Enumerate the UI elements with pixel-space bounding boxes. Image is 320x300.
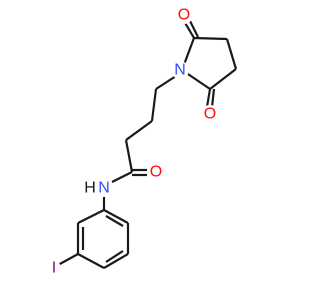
bond-cb-cc xyxy=(125,120,153,141)
butanamide-chain xyxy=(102,75,177,210)
ring-carbonyls xyxy=(183,18,216,108)
bond-c1-o-top-b xyxy=(188,18,199,38)
bond-c3-c4 xyxy=(209,68,237,90)
atom-iodine: I xyxy=(47,260,61,277)
benzene-ring xyxy=(76,209,130,269)
bond-ar3-ar4-inner xyxy=(105,250,124,263)
atom-oxygen-ring-bottom: O xyxy=(201,105,219,123)
bond-c-iodine xyxy=(57,253,79,266)
atom-oxygen-top: O xyxy=(175,6,193,24)
atom-nitrogen-amide: N xyxy=(95,179,113,197)
atom-label-n-imide: N xyxy=(174,62,186,79)
bond-ar3-ar4 xyxy=(103,253,129,269)
atom-label-iodine: I xyxy=(52,260,56,277)
bond-c2-c3 xyxy=(225,38,238,70)
atom-label-h-amide: H xyxy=(84,180,96,197)
bond-ca-cb xyxy=(150,88,158,122)
succinimide-ring xyxy=(180,36,238,90)
atom-label-n-amide: N xyxy=(98,180,110,197)
bond-ar6-ar1 xyxy=(77,209,105,224)
atom-label-o-ring-bottom: O xyxy=(204,106,216,123)
bond-c1-c2 xyxy=(193,36,228,41)
atom-nitrogen-imide: N xyxy=(171,61,189,79)
bond-ar4-ar5 xyxy=(77,253,105,269)
atom-label-o-amide: O xyxy=(150,164,162,181)
bond-c4-o-bottom-a xyxy=(205,88,212,108)
bond-n-ca xyxy=(155,75,177,90)
bond-ar1-ar2 xyxy=(103,209,129,224)
atom-hydrogen-amide: H xyxy=(84,180,96,197)
bond-co-n xyxy=(111,171,133,183)
molecule-diagram: O N O O N H I xyxy=(47,6,238,277)
atom-label-o-top: O xyxy=(178,7,190,24)
bond-c4-o-bottom-b xyxy=(210,88,216,108)
atom-labels: O N O O N H I xyxy=(47,6,219,277)
atom-oxygen-amide: O xyxy=(147,163,165,181)
bond-cc-co xyxy=(124,139,134,173)
bond-ar1-ar2-inner xyxy=(105,215,124,227)
